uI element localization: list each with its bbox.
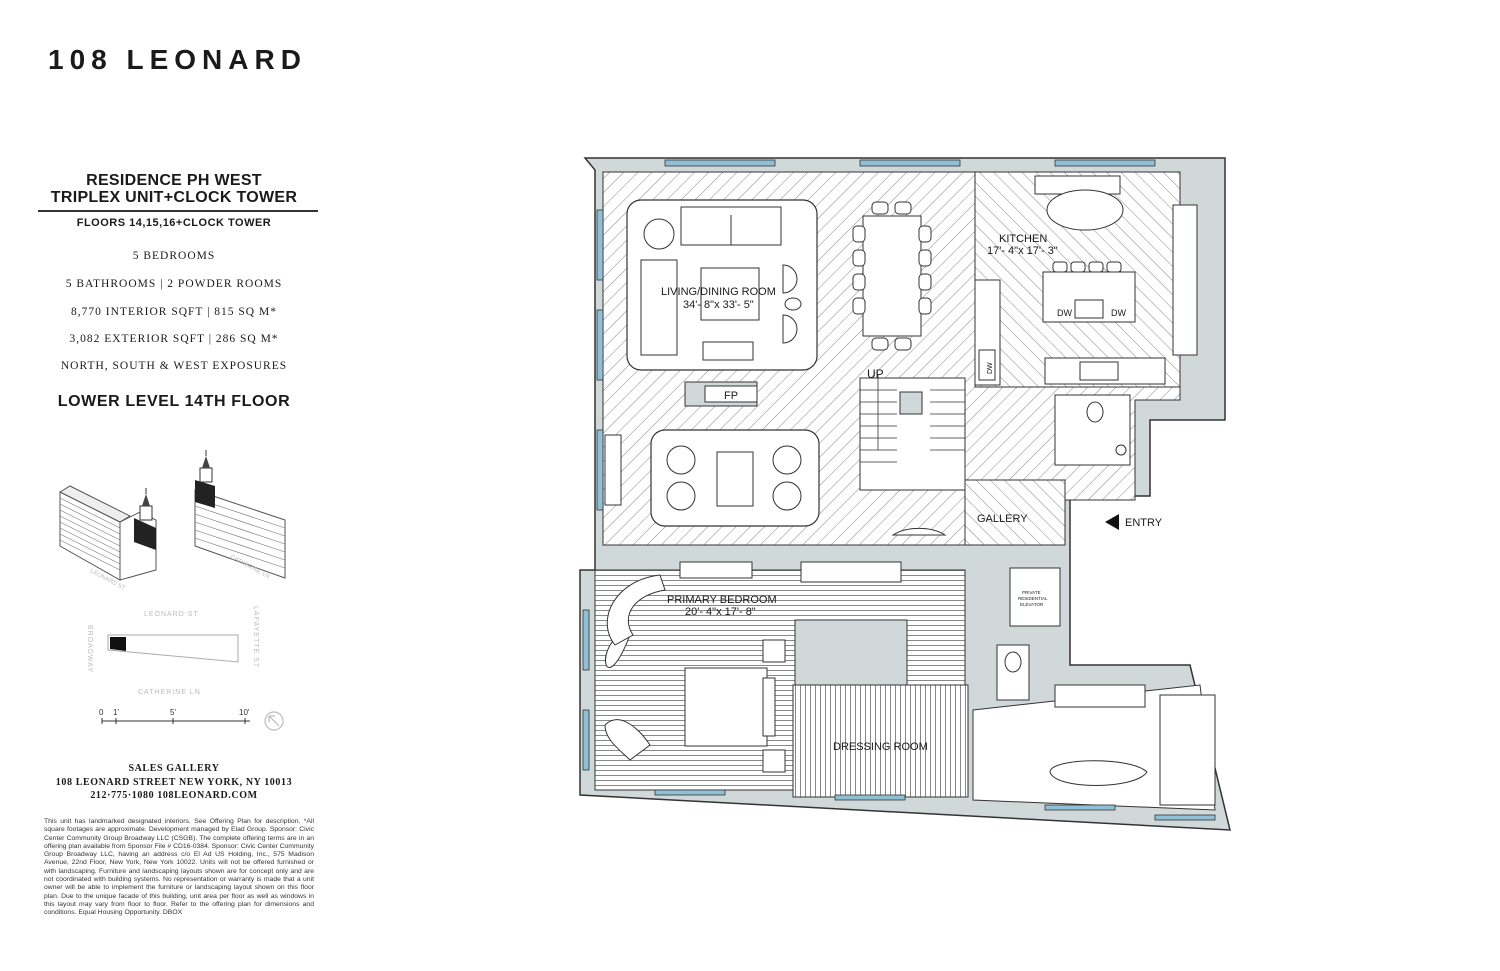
- street-west: BROADWAY: [86, 625, 93, 673]
- shower: [1159, 694, 1216, 806]
- coffee-table: [700, 267, 760, 321]
- residence-title: RESIDENCE PH WEST TRIPLEX UNIT+CLOCK TOW…: [28, 172, 320, 206]
- scale-label-10: 10': [239, 708, 250, 717]
- dw-label-1: DW: [1057, 308, 1072, 318]
- breakfast-table: [1046, 189, 1124, 231]
- building-iso-left: [58, 485, 157, 581]
- scale-label-0: 0: [99, 708, 104, 717]
- kitchen-cabinets: [1172, 204, 1198, 356]
- sales-gallery: SALES GALLERY 108 LEONARD STREET NEW YOR…: [28, 762, 320, 803]
- living-label: LIVING/DINING ROOM: [661, 286, 776, 298]
- bed: [684, 667, 768, 747]
- elevator-label-3: ELEVATOR: [1020, 602, 1044, 607]
- kitchen-label: KITCHEN: [999, 233, 1047, 245]
- kitchen-dim: 17'- 4"x 17'- 3": [987, 245, 1058, 257]
- street-south: CATHERINE LN: [138, 689, 201, 696]
- site-key-plan: LEONARD ST CATHERINE LN BROADWAY LAFAYET…: [86, 606, 259, 696]
- residence-title-line2: TRIPLEX UNIT+CLOCK TOWER: [50, 189, 298, 206]
- vanity: [800, 561, 902, 583]
- gallery-floor: [964, 479, 1066, 546]
- wall-partition: [794, 619, 908, 686]
- fp-label: FP: [724, 390, 738, 402]
- bedroom-label: PRIMARY BEDROOM: [667, 594, 777, 606]
- building-iso-right: [194, 450, 286, 579]
- floor-plan: FP UP DW DW DW LIVING/DINING ROOM 34'- 8…: [579, 157, 1231, 831]
- residence-title-line1: RESIDENCE PH WEST: [86, 172, 262, 189]
- dining-chairs: [852, 201, 932, 351]
- dressing-floor: [792, 684, 969, 798]
- spec-exposures: NORTH, SOUTH & WEST EXPOSURES: [60, 360, 288, 372]
- bench: [702, 341, 754, 361]
- street-north: LEONARD ST: [144, 611, 199, 618]
- spec-bathrooms: 5 BATHROOMS | 2 POWDER ROOMS: [65, 278, 283, 290]
- street-east: LAFAYETTE ST: [252, 606, 259, 668]
- living-dim: 34'- 8"x 33'- 5": [683, 299, 754, 311]
- armchair-left: [640, 259, 678, 356]
- spec-bedrooms: 5 BEDROOMS: [132, 250, 216, 262]
- scale-label-1: 1': [113, 708, 119, 717]
- sales-title: SALES GALLERY: [128, 763, 220, 774]
- brand-logo: 108 LEONARD: [48, 44, 307, 75]
- dresser: [679, 561, 753, 579]
- title-divider: [38, 210, 318, 212]
- private-elevator: [1009, 567, 1061, 627]
- disclaimer: This unit has landmarked designated inte…: [44, 818, 314, 917]
- elevator-label-2: RESIDENTIAL: [1018, 596, 1048, 601]
- north-arrow-icon: [264, 711, 284, 731]
- bathtub: [1049, 760, 1148, 786]
- entry-arrow-icon: [1105, 514, 1119, 530]
- double-vanity: [1054, 684, 1146, 708]
- level-title: LOWER LEVEL 14TH FLOOR: [57, 393, 291, 410]
- scale-bar: 0 1' 5' 10': [99, 708, 284, 731]
- dining-table: [862, 215, 922, 337]
- key-plan-graphics: LEONARD ST CATHERINE LN LEONARD ST CATHE…: [58, 450, 286, 731]
- floors-label: FLOORS 14,15,16+CLOCK TOWER: [76, 217, 272, 229]
- console: [604, 434, 622, 506]
- dressing-label: DRESSING ROOM: [833, 741, 928, 753]
- entry-label: ENTRY: [1125, 517, 1163, 529]
- windows: [582, 159, 1216, 821]
- lounge-chairs: [666, 445, 802, 511]
- dw-label-2: DW: [1111, 308, 1126, 318]
- side-table: [643, 218, 675, 250]
- dw-label-3: DW: [987, 362, 994, 374]
- sales-address: 108 LEONARD STREET NEW YORK, NY 10013: [55, 776, 293, 788]
- elevator-label-1: PRIVATE: [1022, 590, 1041, 595]
- curved-sofa: [605, 634, 631, 668]
- lounge-chair: [604, 719, 651, 761]
- up-label: UP: [867, 367, 884, 381]
- spec-exterior: 3,082 EXTERIOR SQFT | 286 SQ M*: [69, 333, 279, 345]
- spec-interior: 8,770 INTERIOR SQFT | 815 SQ M*: [71, 306, 277, 318]
- sales-contact: 212·775·1080 108LEONARD.COM: [90, 790, 258, 801]
- bedroom-dim: 20'- 4"x 17'- 8": [685, 606, 756, 618]
- gallery-label: GALLERY: [977, 513, 1028, 525]
- scale-label-5: 5': [170, 708, 176, 717]
